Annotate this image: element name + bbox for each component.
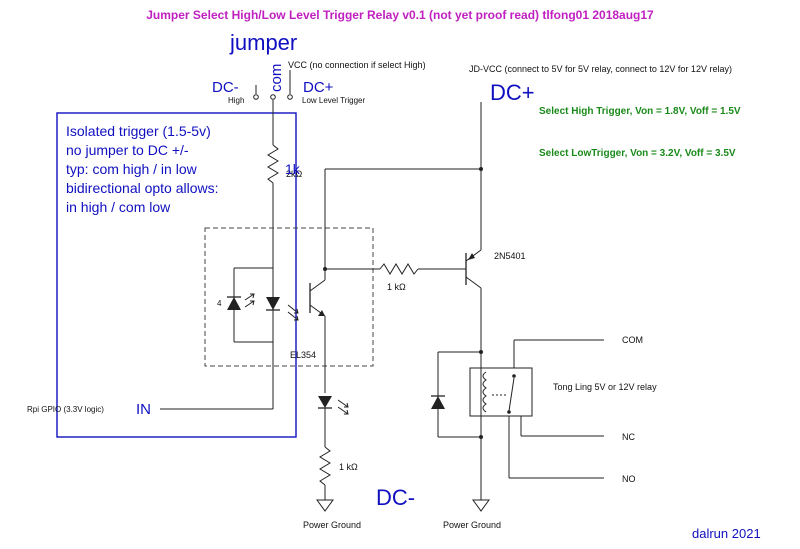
ground-symbol-right [472,499,490,512]
in-label: IN [136,401,151,418]
resistor-base [379,263,419,275]
relay-contact-bottom [507,410,511,414]
note-line-1: Isolated trigger (1.5-5v) [66,123,211,139]
relay-coil [482,371,487,413]
transistor-label: 2N5401 [494,251,526,261]
note-line-3: typ: com high / in low [66,161,198,177]
ground-symbol-left [316,499,334,512]
relay-nc: NC [622,432,635,442]
relay-com: COM [622,335,643,345]
dc-plus-large: DC+ [490,80,535,105]
jumper-low-label: Low Level Trigger [302,96,365,105]
relay-body [469,367,533,417]
node-diode-bottom [479,435,483,439]
jumper-heading: jumper [229,30,297,55]
dc-minus-large: DC- [376,485,415,510]
vcc-note: VCC (no connection if select High) [288,60,426,70]
relay-switch-arm [508,377,515,412]
jumper-dc-plus: DC+ [303,79,334,96]
jumper-pin-com [270,94,276,100]
isolated-trigger-box [56,112,297,438]
node-jdvcc [479,167,483,171]
pnp-emitter-arrow [468,253,475,260]
note-line-2: no jumper to DC +/- [66,142,189,158]
resistor-1k-overlay: 1k [285,161,301,177]
opto-light-arrows [244,293,299,321]
indicator-led [318,396,332,408]
opto-part: EL354 [290,350,316,360]
ground-label-right: Power Ground [443,520,501,530]
low-trigger-note: Select LowTrigger, Von = 3.2V, Voff = 3.… [539,148,736,159]
jumper-pin-vcc [287,94,293,100]
opto-emitter-arrow [318,310,325,316]
jumper-com-label: com [268,64,285,92]
opto-pin: 4 [217,299,222,308]
resistor-base-label: 1 kΩ [387,282,406,292]
rpi-gpio-label: Rpi GPIO (3.3V logic) [27,405,104,414]
opto-box [204,227,374,367]
jumper-dc-minus: DC- [212,79,239,96]
resistor-led [319,446,331,486]
pnp-collector [465,276,482,289]
opto-led-right [266,297,280,310]
jumper-pin-high [253,94,259,100]
indicator-led-arrows [337,399,349,415]
note-line-4: bidirectional opto allows: [66,180,219,196]
jdvcc-note: JD-VCC (connect to 5V for 5V relay, conn… [469,64,732,74]
opto-transistor-collector [309,279,326,292]
opto-led-left [227,297,241,310]
high-trigger-note: Select High Trigger, Von = 1.8V, Voff = … [539,106,741,117]
node-diode-top [479,350,483,354]
relay-label: Tong Ling 5V or 12V relay [553,382,657,392]
resistor-2k-label: 2kΩ [286,169,303,179]
relay-no: NO [622,474,636,484]
flyback-diode [431,396,445,409]
jumper-high-label: High [228,96,244,105]
title: Jumper Select High/Low Level Trigger Rel… [146,8,654,22]
resistor-led-label: 1 kΩ [339,462,358,472]
note-line-5: in high / com low [66,199,171,215]
signature: dalrun 2021 [692,526,761,541]
relay-contact-top [512,374,516,378]
ground-label-left: Power Ground [303,520,361,530]
resistor-2k [267,144,279,184]
